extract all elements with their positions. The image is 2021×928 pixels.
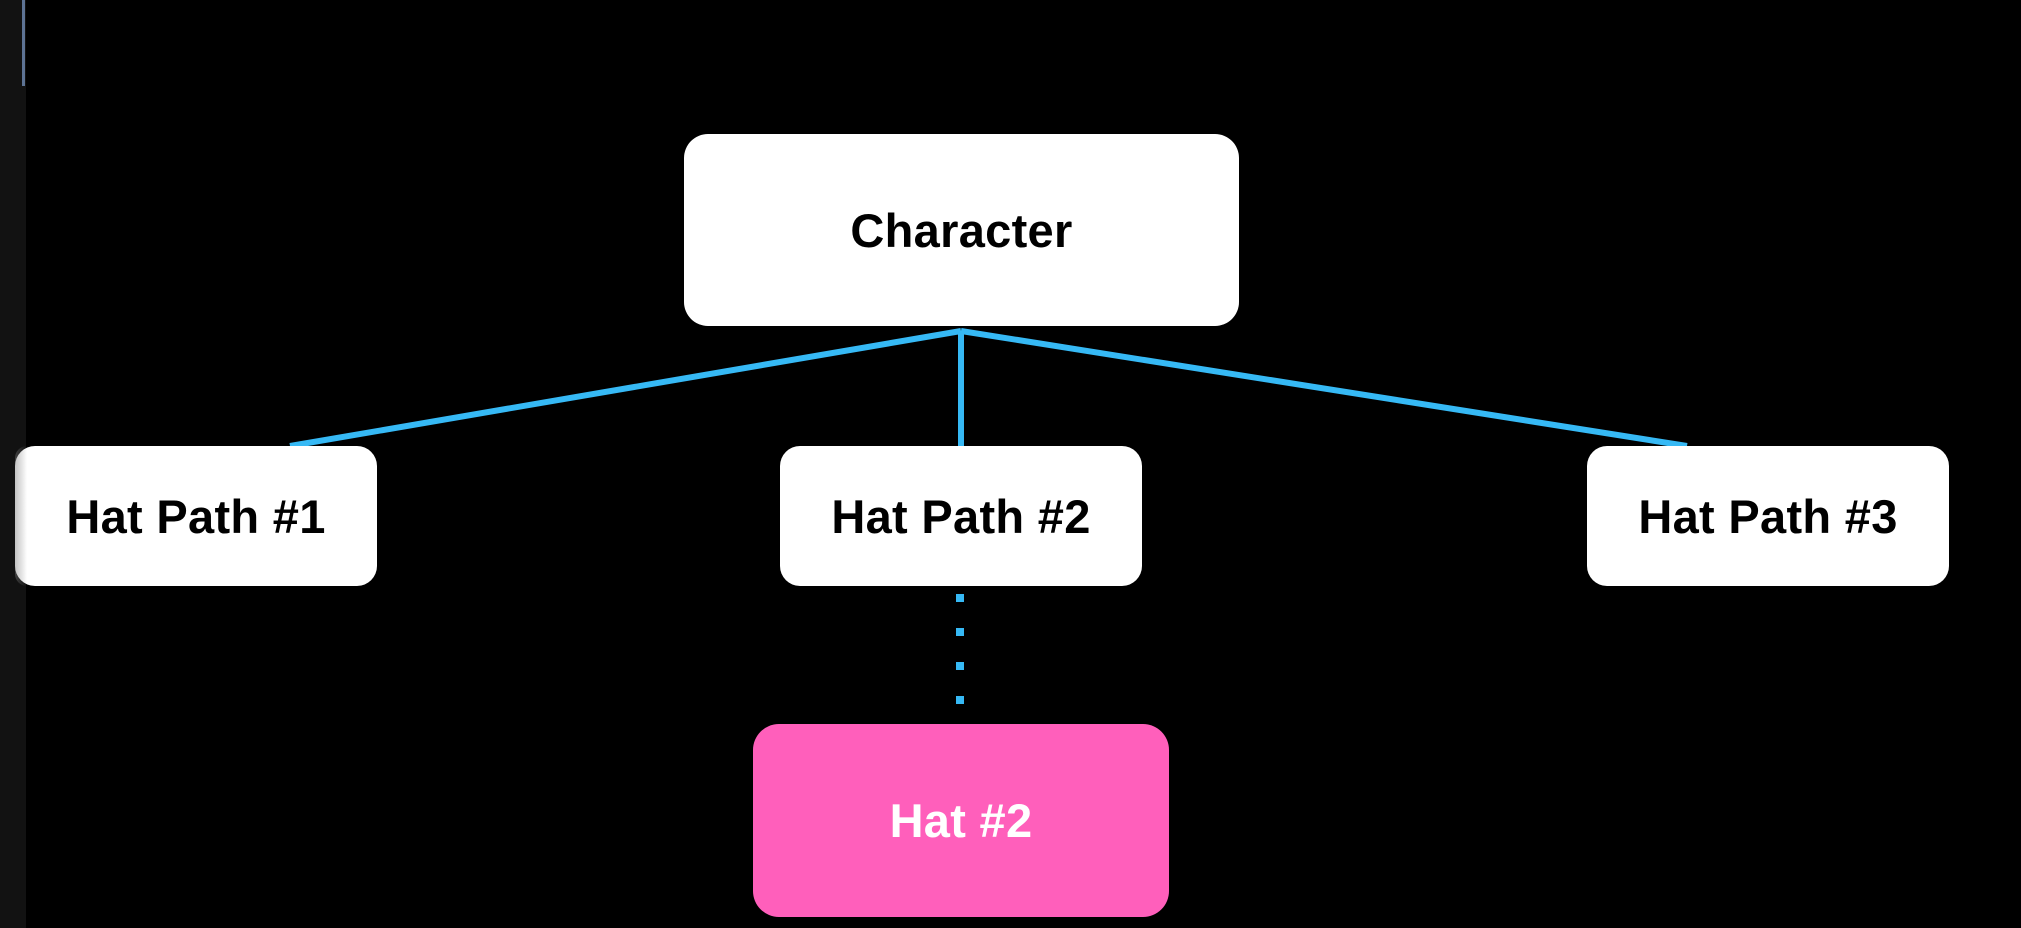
text-caret — [22, 0, 25, 86]
node-hat-path-2-label: Hat Path #2 — [831, 489, 1091, 543]
node-hat-path-1: Hat Path #1 — [15, 446, 377, 586]
node-character-label: Character — [850, 203, 1073, 257]
connector-character-to-hat-path-1 — [289, 328, 962, 449]
node-hat-path-1-edge-shade — [15, 446, 27, 586]
connector-character-to-hat-path-3 — [960, 328, 1688, 449]
node-hat-2-label: Hat #2 — [889, 794, 1033, 847]
node-hat-path-3-label: Hat Path #3 — [1638, 489, 1898, 543]
node-hat-path-2: Hat Path #2 — [780, 446, 1142, 586]
node-hat-path-3: Hat Path #3 — [1587, 446, 1949, 586]
node-hat-path-1-label: Hat Path #1 — [66, 489, 326, 543]
node-hat-2: Hat #2 — [753, 724, 1169, 917]
node-character: Character — [684, 134, 1239, 326]
